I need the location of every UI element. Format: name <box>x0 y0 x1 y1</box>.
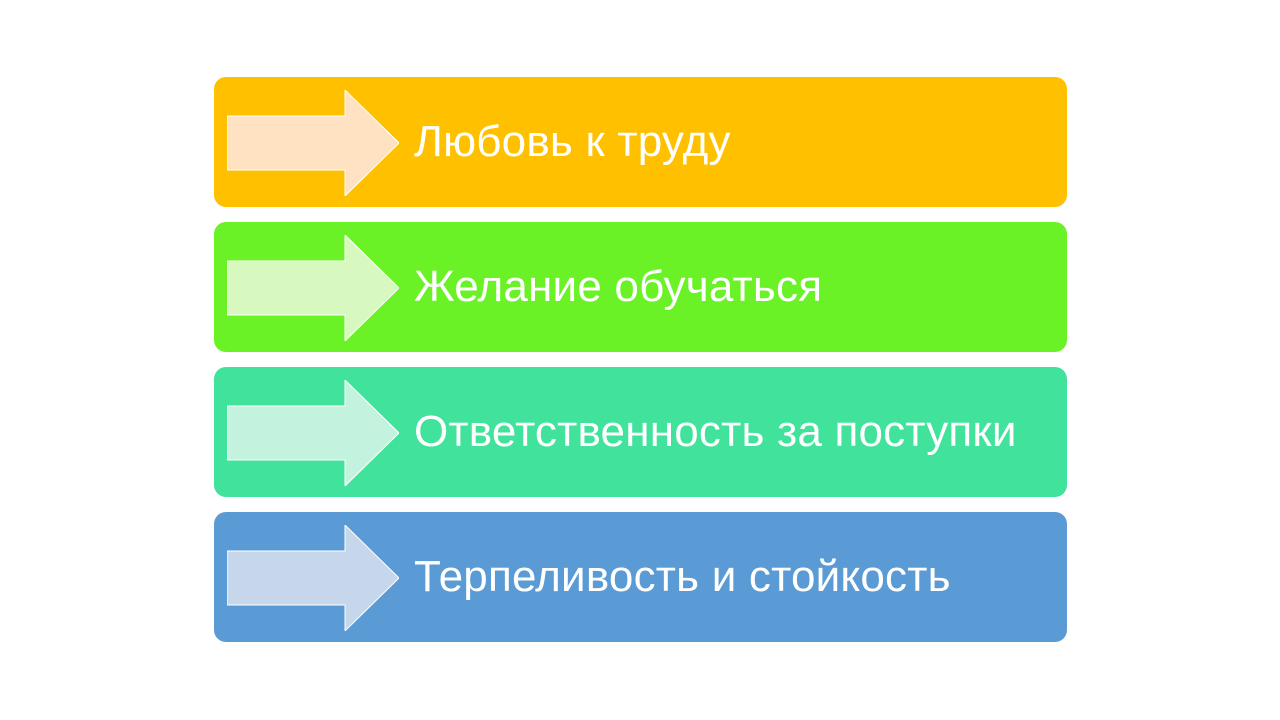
item-label: Ответственность за поступки <box>414 407 1017 456</box>
list-item: Любовь к труду <box>214 77 1067 207</box>
list-item: Ответственность за поступки <box>214 367 1067 497</box>
item-label: Желание обучаться <box>414 262 823 311</box>
right-arrow-icon <box>227 235 399 341</box>
item-label: Терпеливость и стойкость <box>414 552 951 601</box>
item-label: Любовь к труду <box>414 117 731 166</box>
right-arrow-icon <box>227 525 399 631</box>
right-arrow-icon <box>227 380 399 486</box>
list-item: Желание обучаться <box>214 222 1067 352</box>
item-stack: Любовь к труду Желание обучаться Ответст… <box>214 77 1067 642</box>
right-arrow-icon <box>227 90 399 196</box>
list-item: Терпеливость и стойкость <box>214 512 1067 642</box>
